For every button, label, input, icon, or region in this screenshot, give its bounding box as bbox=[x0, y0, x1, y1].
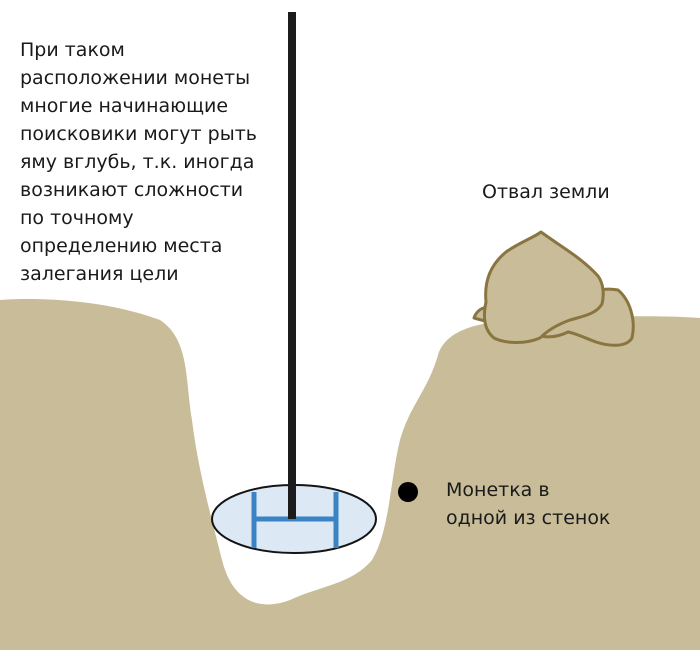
earth-pile-front-lump bbox=[483, 230, 605, 344]
soil-ground bbox=[0, 299, 700, 650]
earth-pile bbox=[472, 230, 635, 347]
earth-pile-label: Отвал земли bbox=[482, 181, 610, 203]
explanation-text: При таком расположении монеты многие нач… bbox=[20, 39, 257, 285]
coin-label: Монетка в одной из стенок bbox=[446, 479, 611, 529]
coin-marker bbox=[398, 482, 418, 502]
